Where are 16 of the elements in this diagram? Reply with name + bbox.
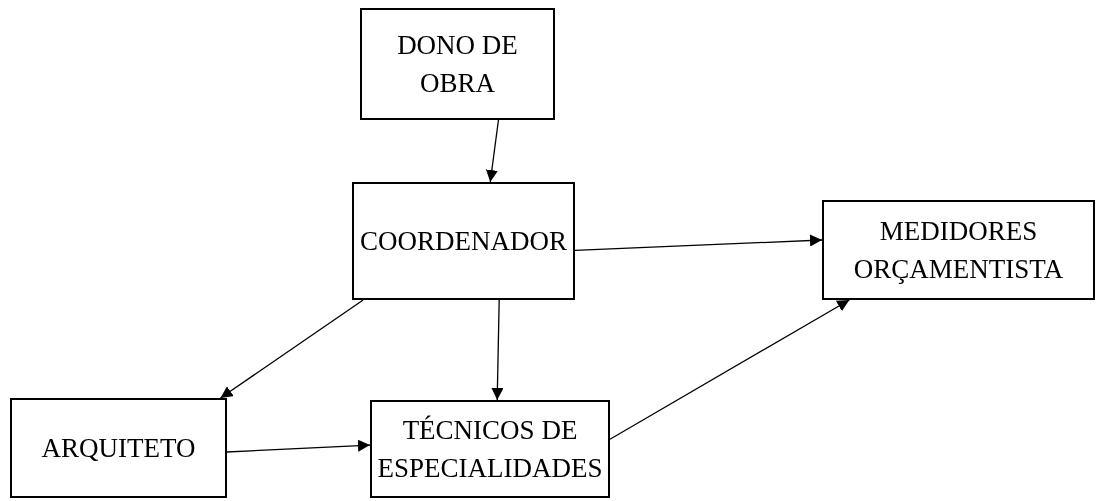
box-label: MEDIDORES ORÇAMENTISTA xyxy=(852,215,1065,286)
arrow xyxy=(219,299,364,399)
process-box xyxy=(10,398,227,498)
box-label: ARQUITETO xyxy=(41,432,196,465)
box-label: TÉCNICOS DE ESPECIALIDADES xyxy=(377,414,603,485)
process-box xyxy=(352,182,575,300)
process-box xyxy=(370,400,610,498)
box-label: COORDENADOR xyxy=(360,225,567,258)
arrow xyxy=(609,299,850,440)
box-label: DONO DE OBRA xyxy=(396,29,519,100)
arrow xyxy=(226,439,371,453)
process-box xyxy=(360,8,555,120)
arrow xyxy=(491,299,504,401)
process-box xyxy=(822,200,1095,300)
arrow xyxy=(574,234,823,252)
arrow xyxy=(485,119,500,183)
